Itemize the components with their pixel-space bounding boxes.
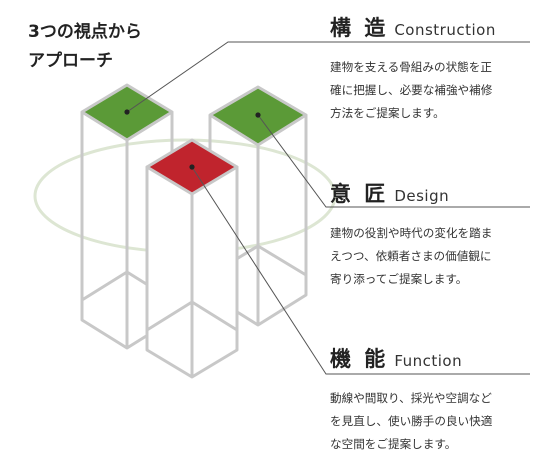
leader-function — [191, 166, 530, 375]
section-construction: 構 造 Construction 建物を支える骨組みの状態を正 確に把握し、必要… — [330, 12, 530, 125]
section-description: 建物を支える骨組みの状態を正 確に把握し、必要な補強や補修 方法をご提案します。 — [330, 56, 530, 125]
desc-line: 方法をご提案します。 — [330, 106, 445, 120]
desc-line: を見直し、使い勝手の良い快適 — [330, 414, 493, 428]
desc-line: 建物を支える骨組みの状態を正 — [330, 60, 492, 74]
desc-line: な空間をご提案します。 — [330, 437, 457, 451]
section-description: 動線や間取り、採光や空調など を見直し、使い勝手の良い快適 な空間をご提案します… — [330, 387, 530, 456]
section-title-en: Construction — [394, 21, 496, 39]
desc-line: 動線や間取り、採光や空調など — [330, 391, 492, 405]
headline-line-1: 3つの視点から — [28, 22, 142, 42]
section-title-jp: 意 匠 — [330, 182, 389, 206]
section-title-jp: 機 能 — [330, 347, 389, 371]
section-title-en: Function — [394, 352, 463, 370]
desc-line: 確に把握し、必要な補強や補修 — [330, 83, 493, 97]
section-function: 機 能 Function 動線や間取り、採光や空調など を見直し、使い勝手の良い… — [330, 343, 530, 456]
leader-design — [257, 114, 530, 208]
desc-line: 寄り添ってご提案します。 — [330, 272, 468, 286]
headline: 3つの視点から アプローチ — [28, 18, 142, 76]
desc-line: えつつ、依頼者さまの価値観に — [330, 249, 492, 263]
section-title-jp: 構 造 — [330, 16, 389, 40]
section-design: 意 匠 Design 建物の役割や時代の変化を踏ま えつつ、依頼者さまの価値観に… — [330, 178, 530, 291]
desc-line: 建物の役割や時代の変化を踏ま — [330, 226, 493, 240]
section-description: 建物の役割や時代の変化を踏ま えつつ、依頼者さまの価値観に 寄り添ってご提案しま… — [330, 222, 530, 291]
section-title-en: Design — [394, 187, 450, 205]
leader-structure — [126, 41, 530, 113]
headline-line-2: アプローチ — [28, 51, 113, 71]
